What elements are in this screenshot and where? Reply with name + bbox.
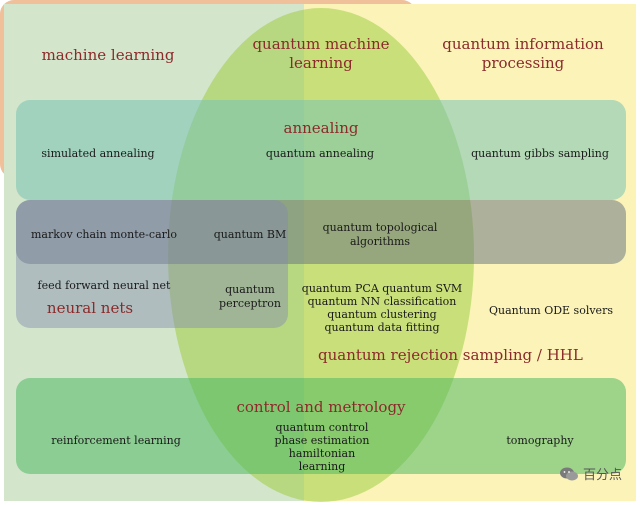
qcontrol-line4: learning <box>298 460 346 473</box>
qcontrol-line1: quantum control <box>275 421 369 434</box>
quantum-annealing-label: quantum annealing <box>265 147 375 160</box>
markov-chain-label: markov chain monte-carlo <box>30 228 178 241</box>
hhl-heading: quantum rejection sampling / HHL <box>318 346 583 364</box>
watermark: 百分点 <box>559 464 622 483</box>
quantum-bm-label: quantum BM <box>213 228 287 241</box>
control-band <box>16 378 626 474</box>
qip-heading-line1: quantum information <box>442 35 604 53</box>
tomography-label: tomography <box>506 434 574 447</box>
neural-nets-heading: neural nets <box>46 299 134 317</box>
machine-learning-heading: machine learning <box>41 46 175 64</box>
data-fitting-label: quantum data fitting <box>324 321 440 334</box>
qml-heading-line1: quantum machine <box>252 35 390 53</box>
quantum-gibbs-label: quantum gibbs sampling <box>471 147 609 160</box>
qcontrol-line2: phase estimation <box>274 434 370 447</box>
topological-line2: algorithms <box>349 235 411 248</box>
feed-forward-label: feed forward neural net <box>37 279 171 292</box>
nn-classification-label: quantum NN classification <box>307 295 457 308</box>
reinforcement-label: reinforcement learning <box>51 434 181 447</box>
pca-svm-label: quantum PCA quantum SVM <box>301 282 463 295</box>
markov-band <box>16 200 626 264</box>
clustering-label: quantum clustering <box>327 308 437 321</box>
qcontrol-line3: hamiltonian <box>288 447 356 460</box>
qip-heading-line2: processing <box>481 54 565 72</box>
wechat-icon <box>559 467 578 480</box>
simulated-annealing-label: simulated annealing <box>41 147 155 160</box>
qml-heading-line2: learning <box>289 54 353 72</box>
control-heading: control and metrology <box>236 398 406 416</box>
annealing-band <box>16 100 626 200</box>
topological-line1: quantum topological <box>322 221 438 234</box>
neural-nets-band <box>16 200 288 328</box>
perceptron-line1: quantum <box>225 283 275 296</box>
perceptron-line2: perceptron <box>219 297 281 310</box>
annealing-heading: annealing <box>283 119 359 137</box>
watermark-text: 百分点 <box>582 468 622 483</box>
ode-solvers-label: Quantum ODE solvers <box>489 304 613 317</box>
